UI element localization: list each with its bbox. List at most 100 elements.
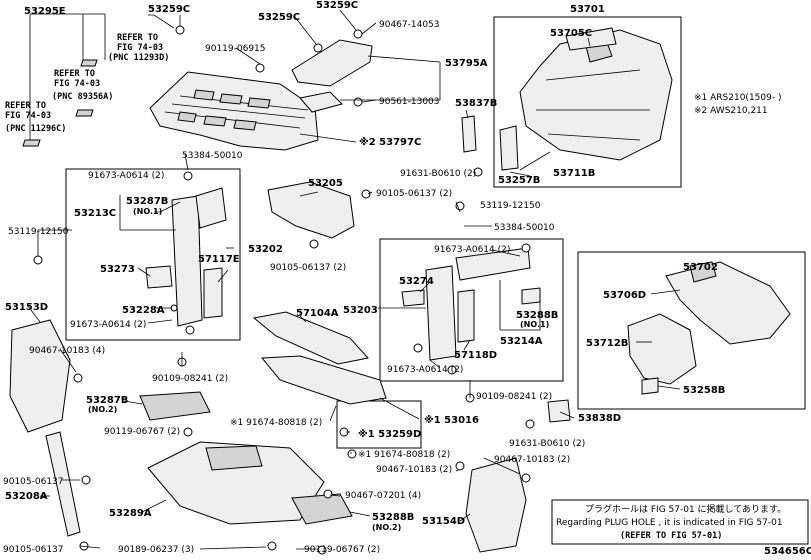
refer-note-2-line3: (PNC 89356A) xyxy=(52,92,113,102)
label-90467-10183[interactable]: 90467-10183 (4) xyxy=(29,346,105,356)
label-53287b[interactable]: 53287B xyxy=(86,395,128,406)
label-53154d[interactable]: 53154D xyxy=(422,516,465,527)
label-90105-06137[interactable]: 90105-06137 (2) xyxy=(376,189,452,199)
engine-under-cover-upper[interactable] xyxy=(149,71,319,151)
label-53259c[interactable]: 53259C xyxy=(258,12,300,23)
label-53712b[interactable]: 53712B xyxy=(586,338,628,349)
label-53259c[interactable]: 53259C xyxy=(316,0,358,11)
clip-icon xyxy=(323,489,333,499)
label-53153d[interactable]: 53153D xyxy=(5,302,48,313)
label-53711b[interactable]: 53711B xyxy=(553,168,595,179)
label-53384-50010[interactable]: 53384-50010 xyxy=(494,223,555,233)
label-53838d[interactable]: 53838D xyxy=(578,413,621,424)
label-53702[interactable]: 53702 xyxy=(683,262,718,273)
apron-53702[interactable] xyxy=(627,261,791,385)
label-53016[interactable]: ※1 53016 xyxy=(424,414,479,426)
bracket-53257b[interactable] xyxy=(499,125,519,171)
label-53208a[interactable]: 53208A xyxy=(5,491,48,502)
label-53203[interactable]: 53203 xyxy=(343,305,378,316)
label-53797c[interactable]: ※2 53797C xyxy=(359,136,421,148)
support-53205[interactable] xyxy=(267,181,355,239)
label-53701[interactable]: 53701 xyxy=(570,4,605,15)
group-box-53202 xyxy=(65,168,241,341)
clip-icon xyxy=(521,473,531,483)
label-90467-10183[interactable]: 90467-10183 (2) xyxy=(376,465,452,475)
label-90119-06767[interactable]: 90119-06767 (2) xyxy=(104,427,180,437)
label-90189-06237[interactable]: 90189-06237 (3) xyxy=(118,545,194,555)
seal-53288b-no2[interactable] xyxy=(291,493,353,525)
radiator-support-53203[interactable] xyxy=(401,247,541,361)
label-53837b[interactable]: 53837B xyxy=(455,98,497,109)
label-90467-10183[interactable]: 90467-10183 (2) xyxy=(494,455,570,465)
label-53205[interactable]: 53205 xyxy=(308,178,343,189)
label-53705c[interactable]: 53705C xyxy=(550,28,592,39)
label-91673-a0614[interactable]: 91673-A0614 (2) xyxy=(434,245,510,255)
label-53287b[interactable]: 53287B xyxy=(126,196,168,207)
seal-53795a[interactable] xyxy=(291,39,373,113)
label-90119-06767[interactable]: 90119-06767 (2) xyxy=(304,545,380,555)
group-box-53701 xyxy=(493,16,682,188)
label-53274[interactable]: 53274 xyxy=(399,276,434,287)
label-53214a[interactable]: 53214A xyxy=(500,336,543,347)
engine-under-cover-53289a[interactable] xyxy=(147,441,325,525)
bolt-icon xyxy=(185,325,195,335)
label-no2: (NO.2) xyxy=(88,405,117,414)
label-53795a[interactable]: 53795A xyxy=(445,58,488,69)
group-box-53203 xyxy=(379,238,564,382)
splash-shield-53154d[interactable] xyxy=(465,457,527,553)
label-53213c[interactable]: 53213C xyxy=(74,208,116,219)
label-91673-a0614[interactable]: 91673-A0614 (2) xyxy=(70,320,146,330)
brace-53208a[interactable] xyxy=(45,431,81,537)
bracket-53258b[interactable] xyxy=(641,377,659,395)
bolt-icon xyxy=(521,243,531,253)
label-53259d[interactable]: ※1 53259D xyxy=(358,428,421,440)
bracket-53837b[interactable] xyxy=(461,115,477,153)
label-53706d[interactable]: 53706D xyxy=(603,290,646,301)
label-53288b[interactable]: 53288B xyxy=(516,310,558,321)
label-53289a[interactable]: 53289A xyxy=(109,508,152,519)
label-57117e[interactable]: 57117E xyxy=(198,254,240,265)
seal-53287b-no2[interactable] xyxy=(139,391,211,421)
refer-note-3-line1: REFER TO xyxy=(5,101,46,111)
leader-lines xyxy=(27,9,681,550)
apron-53701[interactable] xyxy=(519,27,673,161)
refer-note-1-line3: (PNC 11293D) xyxy=(108,53,169,63)
plate-89356a xyxy=(75,109,94,117)
label-57118d[interactable]: 57118D xyxy=(454,350,497,361)
label-90109-08241[interactable]: 90109-08241 (2) xyxy=(476,392,552,402)
label-91631-b0610[interactable]: 91631-B0610 (2) xyxy=(400,169,476,179)
splash-shield-53153d[interactable] xyxy=(9,319,71,433)
label-90109-08241[interactable]: 90109-08241 (2) xyxy=(152,374,228,384)
label-57104a[interactable]: 57104A xyxy=(296,308,339,319)
label-90467-14053[interactable]: 90467-14053 xyxy=(379,20,440,30)
member-53016[interactable] xyxy=(260,355,387,405)
reinforcement-57104a[interactable] xyxy=(252,311,369,365)
label-53202[interactable]: 53202 xyxy=(248,244,283,255)
label-91673-a0614[interactable]: 91673-A0614 (2) xyxy=(88,171,164,181)
label-90467-07201[interactable]: 90467-07201 (4) xyxy=(345,491,421,501)
label-53257b[interactable]: 53257B xyxy=(498,175,540,186)
refer-note-2-line1: REFER TO xyxy=(54,69,95,79)
label-53384-50010[interactable]: 53384-50010 xyxy=(182,151,243,161)
radiator-support-53202[interactable] xyxy=(145,187,227,327)
label-90119-06915[interactable]: 90119-06915 xyxy=(205,44,266,54)
label-53273[interactable]: 53273 xyxy=(100,264,135,275)
label-91673-a0614[interactable]: 91673-A0614 (2) xyxy=(387,365,463,375)
label-53119-12150[interactable]: 53119-12150 xyxy=(480,201,541,211)
group-box-53016 xyxy=(336,400,422,449)
label-91631-b0610[interactable]: 91631-B0610 (2) xyxy=(509,439,585,449)
label-90561-13003[interactable]: 90561-13003 xyxy=(379,97,440,107)
label-53119-12150[interactable]: 53119-12150 xyxy=(8,227,69,237)
bracket-53838d[interactable] xyxy=(547,399,571,423)
label-91674-80818[interactable]: ※1 91674-80818 (2) xyxy=(230,418,322,428)
label-53259c[interactable]: 53259C xyxy=(148,4,190,15)
label-53295e[interactable]: 53295E xyxy=(24,6,66,17)
label-53258b[interactable]: 53258B xyxy=(683,385,725,396)
label-91674-80818[interactable]: ※1 91674-80818 (2) xyxy=(358,450,450,460)
label-90105-06137[interactable]: 90105-06137 xyxy=(3,477,64,487)
label-53228a[interactable]: 53228A xyxy=(122,305,165,316)
label-90105-06137[interactable]: 90105-06137 (2) xyxy=(270,263,346,273)
bolt-icon xyxy=(347,449,357,459)
label-53288b[interactable]: 53288B xyxy=(372,512,414,523)
label-90105-06137[interactable]: 90105-06137 xyxy=(3,545,64,555)
